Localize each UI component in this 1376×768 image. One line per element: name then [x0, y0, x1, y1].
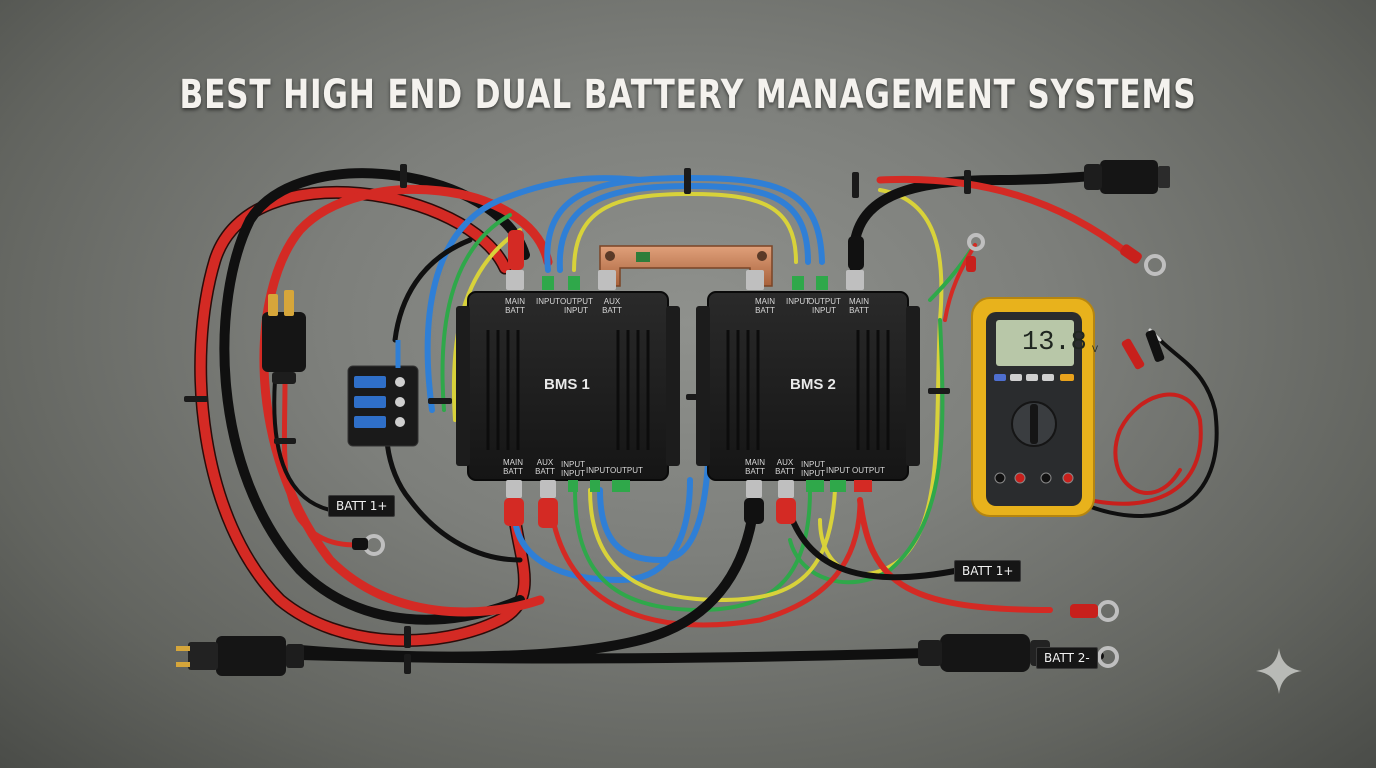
copper-busbar	[599, 245, 773, 287]
bms2-bottom-port-label: INPUT	[826, 466, 850, 475]
bms1-top-port-label: MAIN BATT	[505, 297, 525, 315]
page-title: BEST HIGH END DUAL BATTERY MANAGEMENT SY…	[179, 72, 1197, 118]
bottom-right-connector	[918, 634, 1050, 672]
bms1-top-port-label: AUX BATT	[602, 297, 622, 315]
multimeter-reading: 13.8	[1022, 328, 1087, 358]
left-plug	[262, 290, 306, 384]
multimeter	[971, 297, 1095, 517]
sparkle-icon	[1256, 648, 1302, 694]
bms1-bottom-port-label: OUTPUT	[610, 466, 643, 475]
bms2-bottom-port-label: MAIN BATT	[745, 458, 765, 476]
bms2-top-port-label: MAIN BATT	[755, 297, 775, 315]
bottom-left-plug	[176, 636, 304, 676]
fuse-block	[347, 340, 419, 447]
bms2-top-port-label: INPUT	[786, 297, 810, 306]
multimeter-unit: V	[1092, 344, 1099, 354]
bms1-name: BMS 1	[544, 376, 590, 393]
top-right-connector	[1084, 160, 1170, 194]
bms1-bottom-port-label: MAIN BATT	[503, 458, 523, 476]
batt1-right-label: BATT 1+	[954, 560, 1022, 582]
batt2-right-label: BATT 2-	[1036, 647, 1098, 669]
bms2-bottom-port-label: AUX BATT	[775, 458, 795, 476]
bms2-bottom-port-label: OUTPUT	[852, 466, 885, 475]
batt1-left-label: BATT 1+	[328, 495, 396, 517]
bms2-top-port-label: MAIN BATT	[849, 297, 869, 315]
bms1-bottom-port-label: AUX BATT	[535, 458, 555, 476]
bms1-bottom-port-label: INPUT	[586, 466, 610, 475]
bms2-name: BMS 2	[790, 376, 836, 393]
bms1-bottom-port-label: INPUT INPUT	[561, 460, 585, 478]
bms-box-2	[696, 291, 920, 481]
bms2-top-port-label: OUTPUT INPUT	[808, 297, 841, 315]
outer-red-loop	[194, 168, 553, 647]
bms1-top-port-label: INPUT	[536, 297, 560, 306]
bms2-bottom-port-label: INPUT INPUT	[801, 460, 825, 478]
bms-box-1	[456, 291, 680, 481]
bms1-top-port-label: OUTPUT INPUT	[560, 297, 593, 315]
